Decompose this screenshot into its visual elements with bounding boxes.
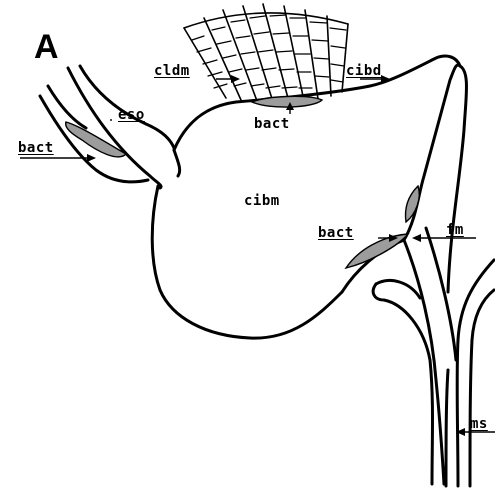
label-ms: ms (470, 417, 488, 431)
esophagus (40, 66, 174, 188)
label-cldm: cldm (154, 64, 190, 78)
label-cibd: cibd (346, 64, 382, 78)
label-eso: eso (118, 108, 145, 122)
label-fm: fm (446, 223, 464, 237)
label-cibm: cibm (244, 194, 280, 208)
label-bact-top: bact (254, 117, 290, 131)
mouthparts (373, 228, 494, 486)
panel-letter: A (34, 30, 59, 64)
label-bact-right: bact (318, 226, 354, 240)
dilator-muscle-fibers (184, 4, 348, 102)
label-bact-left: bact (18, 141, 54, 155)
